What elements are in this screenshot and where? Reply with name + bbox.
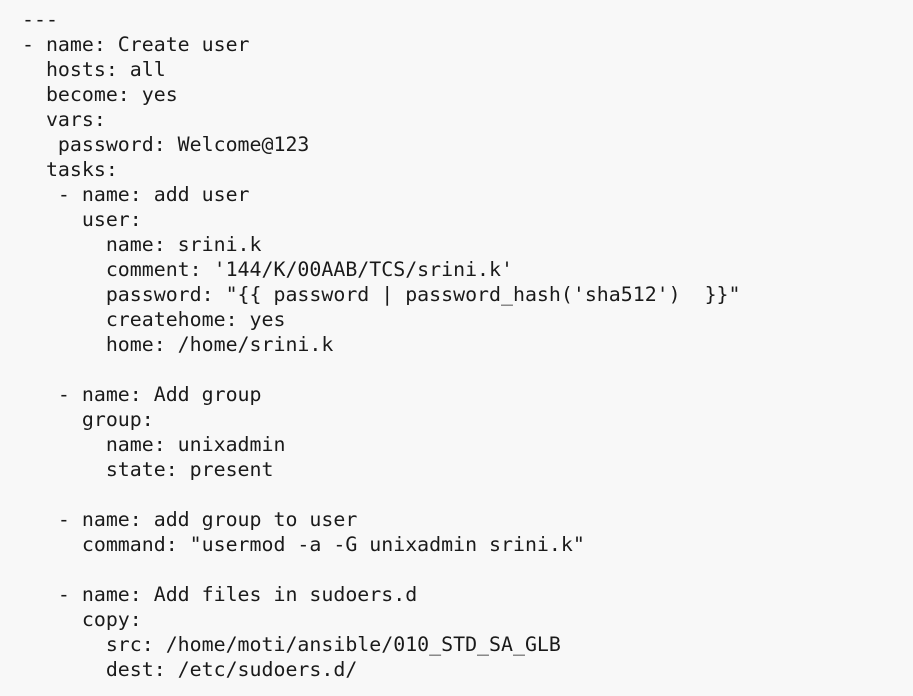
code-line: createhome: yes <box>22 308 286 331</box>
code-line: - name: Create user <box>22 33 250 56</box>
code-line: become: yes <box>22 83 178 106</box>
code-line: comment: '144/K/00AAB/TCS/srini.k' <box>22 258 513 281</box>
code-line <box>22 557 913 582</box>
code-line: name: unixadmin <box>22 433 286 456</box>
code-line: dest: /etc/sudoers.d/ <box>22 658 358 681</box>
playbook-code-lines: ---- name: Create user hosts: all become… <box>22 7 913 682</box>
playbook-code-listing[interactable]: ---- name: Create user hosts: all become… <box>22 7 913 682</box>
code-line: command: "usermod -a -G unixadmin srini.… <box>22 533 585 556</box>
code-line: state: present <box>22 458 274 481</box>
code-line: tasks: <box>22 158 118 181</box>
code-line: home: /home/srini.k <box>22 333 334 356</box>
code-line: - name: add user <box>22 183 250 206</box>
code-line: hosts: all <box>22 58 166 81</box>
code-line: - name: add group to user <box>22 508 358 531</box>
code-line <box>22 482 913 507</box>
code-line: password: Welcome@123 <box>22 133 310 156</box>
code-line: - name: Add files in sudoers.d <box>22 583 418 606</box>
code-line: user: <box>22 208 142 231</box>
code-line <box>22 357 913 382</box>
code-line: copy: <box>22 608 142 631</box>
code-line: vars: <box>22 108 106 131</box>
code-line: - name: Add group <box>22 383 262 406</box>
code-line: password: "{{ password | password_hash('… <box>22 283 741 306</box>
code-line: group: <box>22 408 154 431</box>
code-line: --- <box>22 8 58 31</box>
code-line: src: /home/moti/ansible/010_STD_SA_GLB <box>22 633 561 656</box>
code-line: name: srini.k <box>22 233 262 256</box>
